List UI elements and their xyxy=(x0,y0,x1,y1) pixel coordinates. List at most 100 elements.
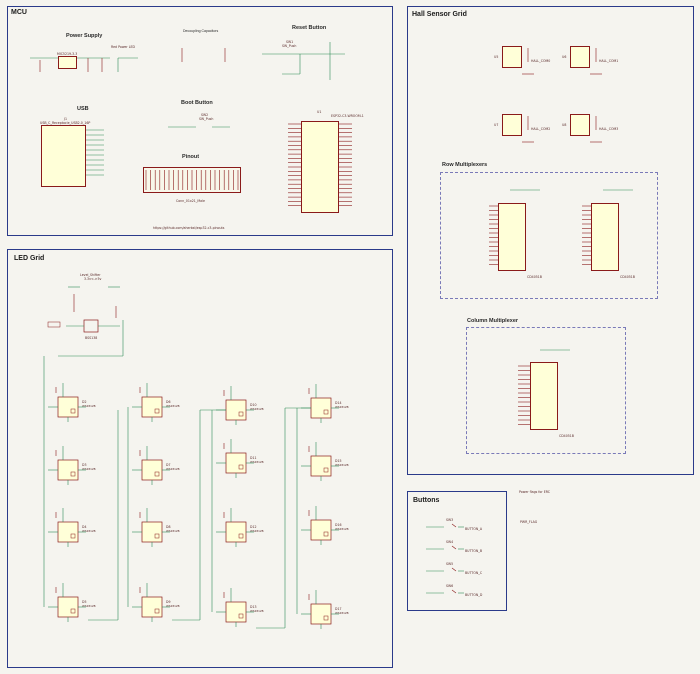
row-mux-block xyxy=(440,172,658,299)
mcu-part-label: ESP32-C3-WROOM-1 xyxy=(331,114,364,118)
led-symbol xyxy=(238,533,244,539)
button-a-ref: SW3 xyxy=(446,518,454,522)
buttons-frame xyxy=(407,491,507,611)
hall-sensor-u8[interactable] xyxy=(570,114,590,136)
decoupling-title: Decoupling Capacitors xyxy=(183,29,219,33)
mosfet-label: BSS138 xyxy=(85,336,98,340)
led-ref-D16: D16 xyxy=(335,523,342,527)
led-ref-D3: D3 xyxy=(82,463,86,467)
mcu-title: MCU xyxy=(11,9,27,16)
led-part: WS2812B xyxy=(250,460,264,464)
led-symbol xyxy=(154,608,160,614)
button-d-label: BUTTON_D xyxy=(465,593,483,597)
led-symbol xyxy=(323,615,329,621)
led-part: WS2812B xyxy=(166,604,180,608)
switch xyxy=(451,523,457,528)
hall-frame xyxy=(407,6,694,475)
usb-connector[interactable] xyxy=(41,125,86,187)
led-symbol xyxy=(70,608,76,614)
ldo-label: MIC5219-3.3 xyxy=(57,52,78,56)
led-part: WS2812B xyxy=(335,405,349,409)
led-part: WS2812B xyxy=(166,404,180,408)
row-mux-a[interactable] xyxy=(498,203,526,271)
hall-sensor-u8-ref: U8 xyxy=(562,123,567,127)
boot-title: Boot Button xyxy=(181,100,213,106)
led-ref-D2: D2 xyxy=(82,400,86,404)
ldo-regulator[interactable] xyxy=(58,56,77,69)
led-part: WS2812B xyxy=(82,529,96,533)
led-part: WS2812B xyxy=(250,609,264,613)
led-symbol xyxy=(70,471,76,477)
led-symbol xyxy=(238,613,244,619)
reset-switch-part: SW_Push xyxy=(282,44,297,48)
mosfet xyxy=(83,319,99,333)
mcu-ref-label: U1 xyxy=(317,110,322,114)
led-ref-D10: D10 xyxy=(250,403,257,407)
led-symbol xyxy=(154,408,160,414)
row-mux-title: Row Multiplexers xyxy=(442,162,488,168)
led-part: WS2812B xyxy=(250,407,264,411)
esp32-mcu-chip[interactable] xyxy=(301,121,339,213)
pinout-title: Pinout xyxy=(182,154,200,160)
led-symbol xyxy=(238,411,244,417)
hall-sensor-u7[interactable] xyxy=(502,114,522,136)
led-ref-D5: D5 xyxy=(82,600,86,604)
col-mux-title: Column Multiplexer xyxy=(467,318,519,324)
row-mux-b-part: CD4051B xyxy=(620,275,635,279)
switch xyxy=(451,589,457,594)
led-symbol xyxy=(70,533,76,539)
power-led-label: Red Power LED xyxy=(111,45,135,49)
col-mux[interactable] xyxy=(530,362,558,430)
boot-switch-ref: SW2 xyxy=(201,113,209,117)
power-flags-label: Power flags for ERC xyxy=(519,490,550,494)
hall-sensor-u5-ref: U5 xyxy=(494,55,499,59)
led-D3 xyxy=(57,459,79,481)
led-part: WS2812B xyxy=(82,404,96,408)
pinout-conn-label: Conn_01x21_Male xyxy=(176,199,205,203)
level-shifter-sub: 3.3v<->5v xyxy=(84,277,102,281)
row-mux-b[interactable] xyxy=(591,203,619,271)
hall-sensor-u6[interactable] xyxy=(570,46,590,68)
switch xyxy=(451,567,457,572)
led-D16 xyxy=(310,519,332,541)
button-c-ref: SW5 xyxy=(446,562,454,566)
led-D8 xyxy=(141,521,163,543)
led-D9 xyxy=(141,596,163,618)
hall-output-1: HALL_COM1 xyxy=(599,59,619,63)
led-D13 xyxy=(225,601,247,623)
led-D14 xyxy=(310,397,332,419)
led-ref-D11: D11 xyxy=(250,456,257,460)
pinout-url: https://github.com/aherbst/esp32-c3-pino… xyxy=(153,226,225,230)
led-part: WS2812B xyxy=(82,604,96,608)
hall-title: Hall Sensor Grid xyxy=(412,11,467,18)
led-symbol xyxy=(323,467,329,473)
net-flag xyxy=(47,321,61,328)
led-part: WS2812B xyxy=(335,611,349,615)
led-D5 xyxy=(57,596,79,618)
usb-conn-label: USB_C_Receptacle_USB2.0_16P xyxy=(40,121,91,125)
led-D17 xyxy=(310,603,332,625)
buttons-title: Buttons xyxy=(413,497,440,504)
reset-title: Reset Button xyxy=(292,25,327,31)
led-ref-D6: D6 xyxy=(166,400,170,404)
led-part: WS2812B xyxy=(335,463,349,467)
button-c-label: BUTTON_C xyxy=(465,571,483,575)
led-symbol xyxy=(154,471,160,477)
button-d-ref: SW6 xyxy=(446,584,454,588)
led-part: WS2812B xyxy=(335,527,349,531)
led-part: WS2812B xyxy=(166,529,180,533)
button-b-label: BUTTON_B xyxy=(465,549,483,553)
led-ref-D7: D7 xyxy=(166,463,170,467)
led-D2 xyxy=(57,396,79,418)
mcu-frame xyxy=(7,6,393,236)
led-ref-D13: D13 xyxy=(250,605,257,609)
led-frame xyxy=(7,249,393,668)
power-supply-title: Power Supply xyxy=(66,33,103,39)
pwr-flag-label: PWR_FLAG xyxy=(520,520,538,524)
hall-sensor-u5[interactable] xyxy=(502,46,522,68)
hall-output-3: HALL_COM3 xyxy=(599,127,619,131)
led-part: WS2812B xyxy=(250,529,264,533)
hall-output-2: HALL_COM2 xyxy=(531,127,551,131)
